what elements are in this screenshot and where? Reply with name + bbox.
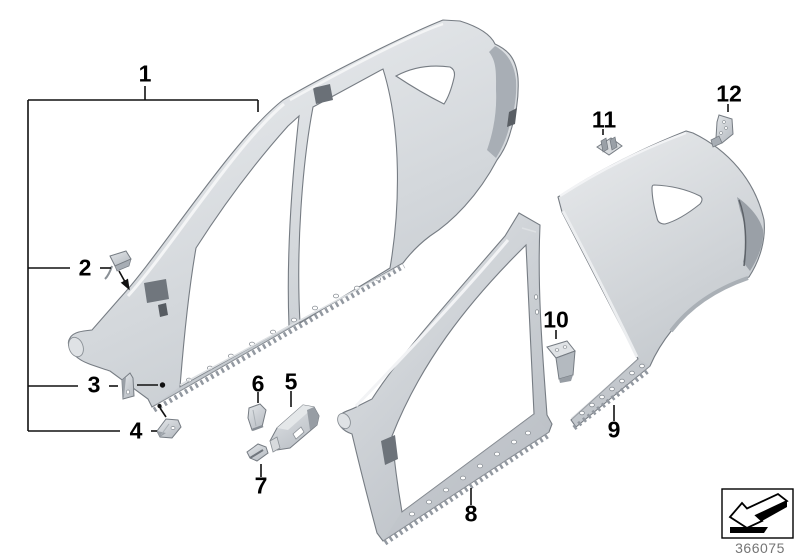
part-6-plate-drawing	[247, 403, 267, 432]
part-3-bracket-drawing	[121, 372, 135, 400]
callout-11[interactable]: 11	[591, 106, 617, 133]
callout-7[interactable]: 7	[254, 472, 268, 499]
side-frame-complete-drawing	[67, 19, 519, 413]
callout-2[interactable]: 2	[78, 254, 92, 281]
part-2-clip-drawing	[104, 250, 132, 280]
part-4-bracket-drawing	[156, 418, 182, 439]
callout-6[interactable]: 6	[251, 370, 265, 397]
footer-thumbnail	[721, 488, 794, 539]
callout-1[interactable]: 1	[138, 60, 152, 87]
rear-quarter-panel-drawing	[557, 130, 765, 430]
callout-5[interactable]: 5	[284, 368, 298, 395]
part-12-plate-drawing	[710, 114, 734, 148]
part-11-clip-drawing	[596, 136, 623, 156]
callout-3[interactable]: 3	[87, 371, 101, 398]
callout-9[interactable]: 9	[607, 416, 621, 443]
direction-arrow-icon	[728, 492, 789, 533]
callout-leader-lines	[27, 86, 729, 505]
callout-8[interactable]: 8	[464, 500, 478, 527]
part-5-reinforcement-drawing	[269, 404, 320, 453]
part-10-bracket-drawing	[546, 340, 576, 383]
callout-4[interactable]: 4	[129, 417, 143, 444]
callout-target-dots	[157, 382, 166, 409]
callout-10[interactable]: 10	[543, 306, 569, 333]
callout-12[interactable]: 12	[716, 80, 742, 107]
diagram-number: 366075	[735, 540, 785, 556]
part-7-plate-drawing	[246, 443, 269, 462]
side-frame-front-drawing	[337, 212, 553, 546]
